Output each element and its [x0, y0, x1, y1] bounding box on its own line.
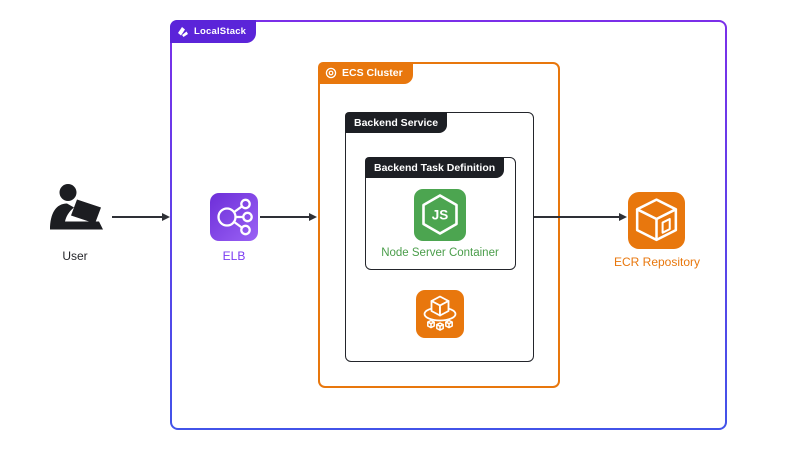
elb-node [210, 193, 258, 241]
arrow-service-to-ecr [534, 216, 619, 218]
person-at-laptop-icon [50, 184, 103, 230]
user-node [47, 183, 103, 236]
user-label: User [62, 249, 88, 263]
localstack-label: LocalStack [194, 26, 247, 37]
arrowhead-user-to-localstack [162, 212, 170, 221]
task-definition-badge: Backend Task Definition [365, 157, 505, 178]
backend-service-label: Backend Service [354, 116, 439, 129]
elb-label: ELB [222, 249, 246, 263]
arrow-elb-to-cluster [260, 216, 309, 218]
arrowhead-service-to-ecr [619, 212, 627, 221]
node-container-node: JS [414, 189, 466, 241]
node-container-label: Node Server Container [381, 247, 499, 259]
ecs-service-node [416, 290, 464, 338]
ecs-cluster-badge: ECS Cluster [318, 62, 413, 84]
ecr-cube-icon [635, 198, 678, 242]
arrow-user-to-localstack [112, 216, 162, 218]
ecs-cube-orbit-icon [423, 295, 457, 331]
task-definition-label: Backend Task Definition [374, 161, 496, 174]
ecs-cluster-label: ECS Cluster [342, 67, 403, 79]
ecs-cluster-group-box [318, 62, 560, 388]
arrowhead-elb-to-cluster [309, 212, 317, 221]
ecr-node [628, 192, 685, 249]
ecs-service-ring-icon [325, 67, 337, 79]
svg-text:JS: JS [432, 208, 449, 223]
load-balancer-icon [217, 198, 253, 236]
localstack-logo-icon [178, 26, 188, 37]
localstack-badge: LocalStack [170, 20, 257, 43]
backend-service-badge: Backend Service [345, 112, 448, 133]
nodejs-hexagon-icon: JS [422, 194, 458, 235]
ecr-label: ECR Repository [613, 255, 701, 269]
